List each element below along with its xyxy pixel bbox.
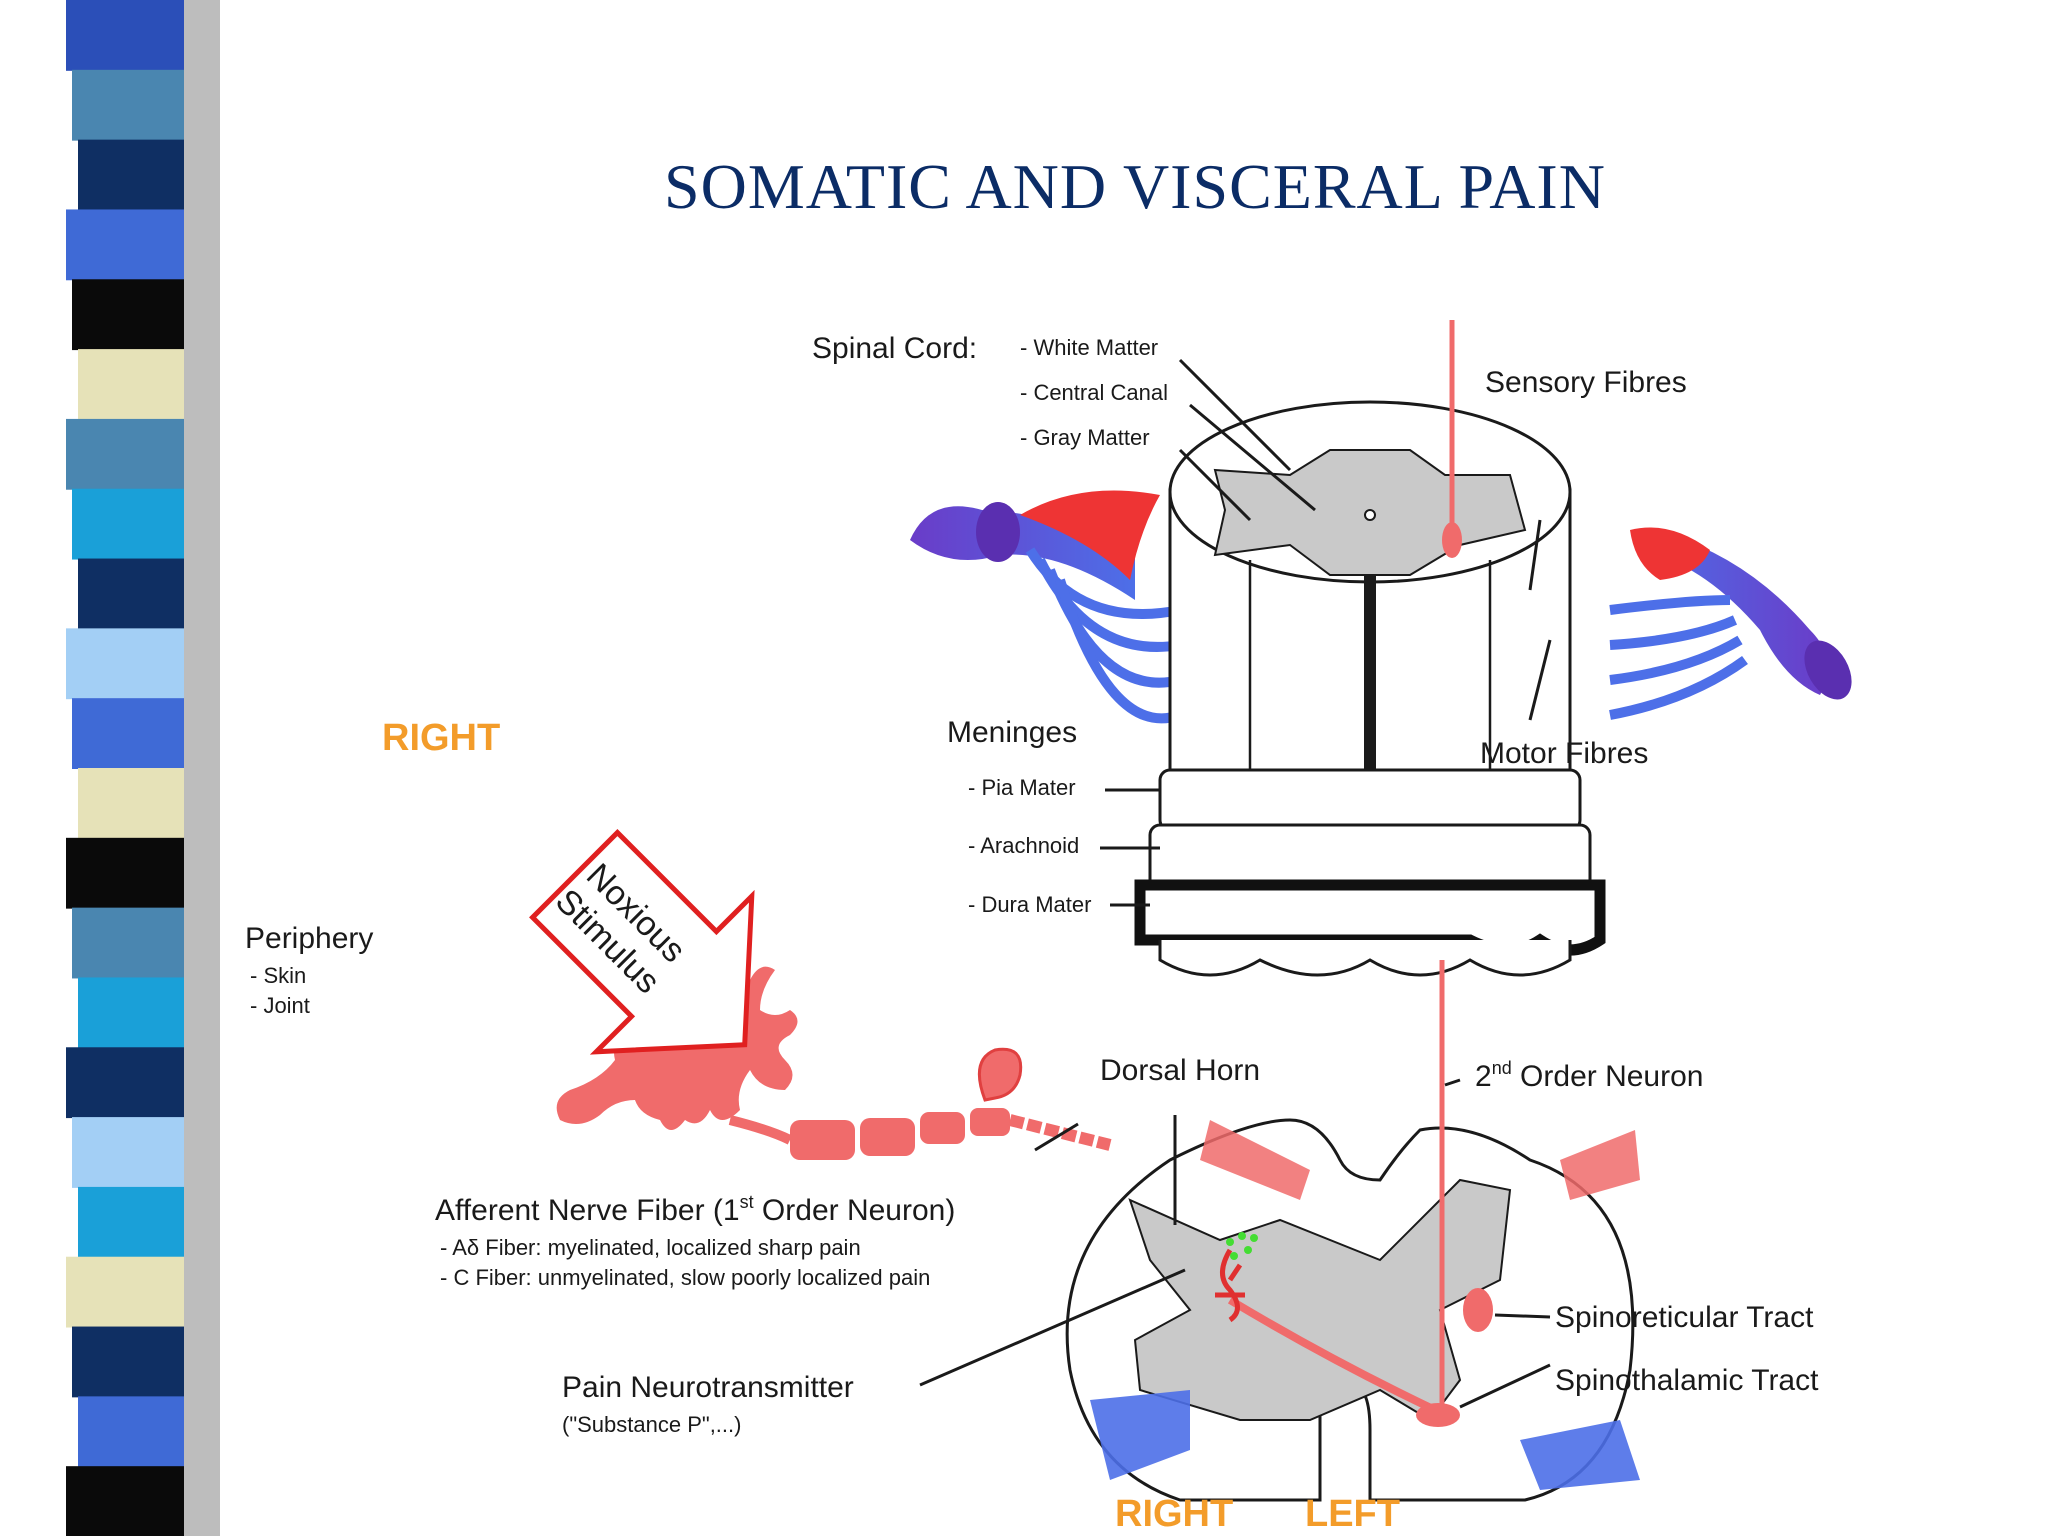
cell-body-loop (977, 1047, 1023, 1102)
stripe-block (66, 1047, 184, 1119)
spinoreticular-tract-mark (1463, 1288, 1493, 1332)
spinal-cord-labels: Spinal Cord: - White Matter - Central Ca… (812, 332, 1168, 450)
central-canal (1364, 509, 1376, 521)
right-motor-fibres (1609, 595, 1748, 720)
small-myelin-chain (1008, 1114, 1112, 1151)
meninges-layers (1148, 768, 1592, 892)
left-blue-root-stub (1090, 1390, 1190, 1480)
neurotransmitter-labels: Pain Neurotransmitter ("Substance P",...… (562, 1371, 854, 1437)
myelin-segment (860, 1118, 915, 1156)
stripe-block (72, 698, 184, 769)
stripe-block (66, 1466, 184, 1536)
stripe-block (66, 1256, 184, 1328)
left-red-root-stub (1200, 1120, 1310, 1200)
stripe-block (78, 349, 184, 420)
left-bottom-label: LEFT (1305, 1493, 1400, 1535)
axon-to-cord (728, 1115, 793, 1145)
c-fiber-label: - C Fiber: unmyelinated, slow poorly loc… (440, 1265, 930, 1290)
joint-label: - Joint (250, 993, 310, 1018)
pointer-lines-top (919, 358, 1552, 1409)
right-red-root-stub (1560, 1130, 1640, 1200)
stripe-block (66, 628, 184, 700)
myelin-segment (920, 1112, 965, 1144)
decorative-stripe-bar (66, 0, 220, 1536)
stripe-block (78, 1186, 184, 1258)
spinal-cord-heading: Spinal Cord: (812, 332, 977, 365)
right-blue-root-stub (1520, 1420, 1640, 1490)
spinal-cross-section (1065, 960, 1640, 1502)
second-order-neuron-label: 2nd Order Neuron (1475, 1058, 1703, 1093)
spinoreticular-label: Spinoreticular Tract (1555, 1301, 1814, 1334)
stripe-block (72, 907, 184, 979)
stripe-block (72, 279, 184, 351)
spinothalamic-tract-mark (1416, 1403, 1460, 1427)
myelin-segment (970, 1108, 1010, 1136)
periphery-labels: Periphery - Skin - Joint (245, 922, 373, 1018)
central-canal-label: - Central Canal (1020, 380, 1168, 405)
right-sensory-fibres (1630, 527, 1710, 580)
myelin-segment (790, 1120, 855, 1160)
spinothalamic-label: Spinothalamic Tract (1555, 1364, 1819, 1397)
stripe-block (72, 1117, 184, 1188)
cross-section-gray-matter (1128, 1178, 1512, 1422)
right-bottom-label: RIGHT (1115, 1493, 1233, 1535)
pain-pathway-diagram: Noxious Stimulus Spinal Cord: - White Ma… (245, 320, 1852, 1535)
slide-title: SOMATIC AND VISCERAL PAIN (664, 151, 1606, 222)
ascending-tract-end (1442, 522, 1462, 558)
arachnoid-label: - Arachnoid (968, 833, 1079, 858)
right-nerve-root (1635, 535, 1828, 695)
crossing-neuron (1227, 1296, 1437, 1414)
stripe-block (72, 69, 184, 141)
white-matter-label: - White Matter (1020, 335, 1158, 360)
cord-base (1158, 940, 1572, 977)
a-delta-fiber-label: - Aδ Fiber: myelinated, localized sharp … (440, 1235, 861, 1260)
stripe-block (66, 209, 184, 281)
substance-p-dots (1226, 1232, 1258, 1260)
stripe-block (78, 139, 184, 211)
stripe-block (66, 0, 184, 71)
stripe-block (78, 768, 184, 839)
stripe-block (72, 1326, 184, 1398)
meninges-heading: Meninges (947, 716, 1077, 749)
stripe-block (66, 837, 184, 909)
gray-matter-label: - Gray Matter (1020, 425, 1150, 450)
spinal-cord-segment (910, 320, 1852, 977)
meninges-labels: Meninges - Pia Mater - Arachnoid - Dura … (947, 716, 1091, 917)
motor-fibres-label: Motor Fibres (1480, 737, 1648, 770)
afferent-labels: Afferent Nerve Fiber (1st Order Neuron) … (435, 1192, 955, 1290)
afferent-heading: Afferent Nerve Fiber (1st Order Neuron) (435, 1192, 955, 1227)
periphery-heading: Periphery (245, 922, 373, 955)
stripe-block (72, 488, 184, 560)
stripe-block (78, 977, 184, 1049)
neurotransmitter-heading: Pain Neurotransmitter (562, 1371, 854, 1404)
right-root-end (1804, 640, 1852, 700)
substance-p-label: ("Substance P",...) (562, 1412, 741, 1437)
right-top-label: RIGHT (382, 717, 500, 759)
left-motor-fibres (1025, 547, 1182, 724)
pia-mater-label: - Pia Mater (968, 775, 1076, 800)
left-sensory-fibres (1020, 490, 1160, 580)
left-root-end (976, 502, 1020, 562)
skin-label: - Skin (250, 963, 306, 988)
dorsal-horn-synapse (1215, 1248, 1245, 1323)
stripe-block (78, 1396, 184, 1468)
stripe-block (78, 558, 184, 630)
sensory-fibres-label: Sensory Fibres (1485, 366, 1687, 399)
stripe-block (66, 418, 184, 490)
dorsal-horn-label: Dorsal Horn (1100, 1054, 1260, 1087)
dura-mater-label: - Dura Mater (968, 892, 1091, 917)
